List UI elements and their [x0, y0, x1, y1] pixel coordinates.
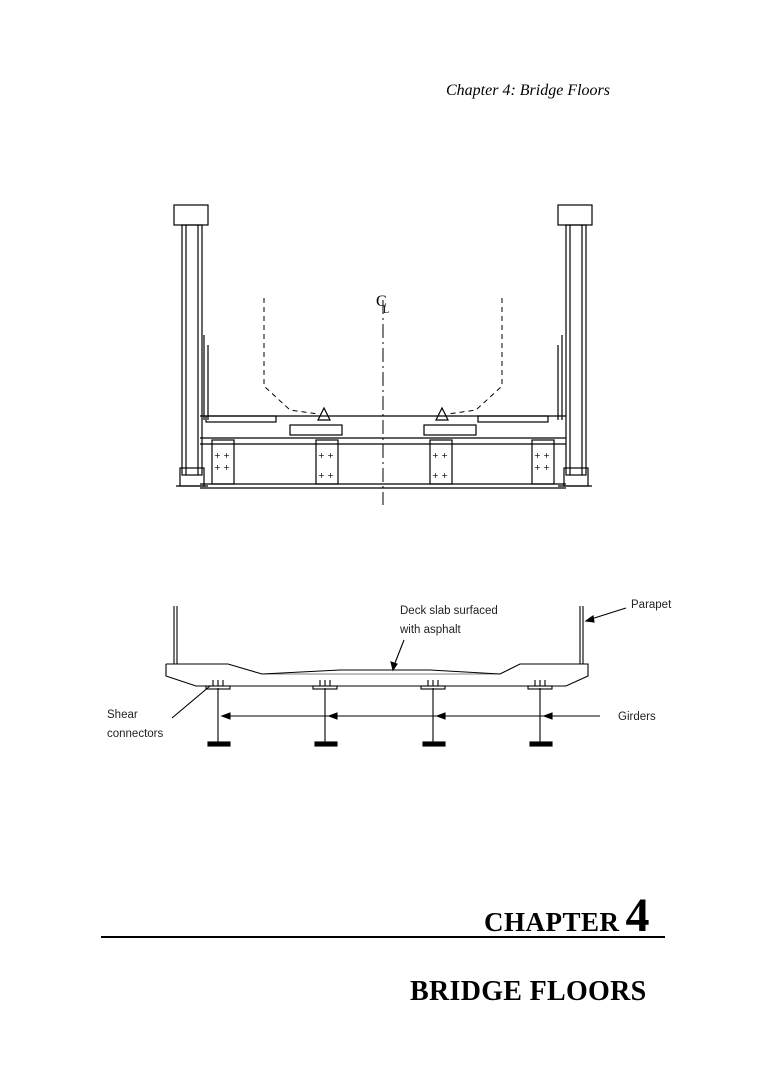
- parapet-label: Parapet: [631, 599, 672, 611]
- svg-text:+ +: + +: [432, 451, 448, 460]
- svg-text:+ +: + +: [214, 463, 230, 472]
- shear-label-1: Shear: [107, 709, 138, 721]
- deck-slab-label-2: with asphalt: [399, 624, 462, 636]
- svg-text:+ +: + +: [534, 463, 550, 472]
- svg-text:+ +: + +: [534, 451, 550, 460]
- centerline-symbol: C: [376, 293, 387, 310]
- chapter-word: CHAPTER: [484, 907, 620, 937]
- deck-slab-outline: [165, 663, 589, 687]
- deck-slab-section-drawing: Deck slab surfaced with asphalt Parapet …: [107, 599, 672, 747]
- girders-label: Girders: [618, 711, 656, 723]
- left-girder-web: [181, 224, 203, 476]
- centerline-subscript: L: [383, 305, 389, 316]
- svg-text:+ +: + +: [318, 451, 334, 460]
- chapter-title: BRIDGE FLOORS: [410, 976, 647, 1007]
- svg-text:+ +: + +: [432, 471, 448, 480]
- bridge-cross-section-drawing: C L + + + + + + + + + + + + + + + +: [173, 204, 593, 505]
- svg-text:+ +: + +: [318, 471, 334, 480]
- running-header: Chapter 4: Bridge Floors: [446, 82, 610, 99]
- chapter-number: 4: [625, 889, 650, 942]
- chapter-rule: [101, 936, 665, 938]
- right-girder-web: [565, 224, 587, 476]
- deck-slab-label-1: Deck slab surfaced: [400, 605, 498, 617]
- svg-text:+ +: + +: [214, 451, 230, 460]
- shear-label-2: connectors: [107, 728, 164, 740]
